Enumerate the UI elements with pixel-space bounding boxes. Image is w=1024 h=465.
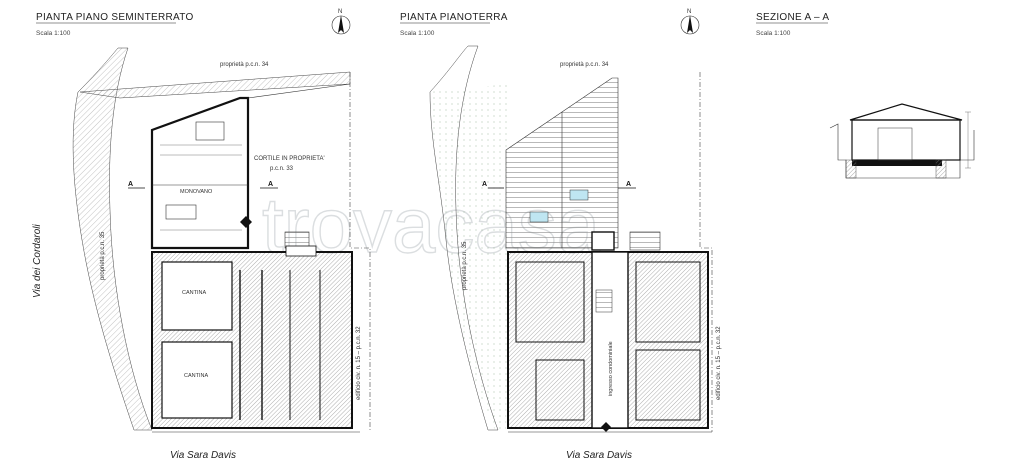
label-property-right: edificio civ. n. 15 – p.c.n. 32	[716, 326, 722, 400]
title-basement-group: PIANTA PIANO SEMINTERRATO Scala 1:100	[36, 12, 194, 37]
entrance-hall	[591, 251, 629, 429]
room-cantina-2-label: CANTINA	[184, 373, 208, 379]
cut-marker-left: A	[128, 181, 133, 188]
title-section: SEZIONE A – A	[756, 12, 829, 23]
title-basement: PIANTA PIANO SEMINTERRATO	[36, 12, 194, 23]
svg-text:N: N	[687, 9, 691, 15]
label-property-left: proprietà p.c.n. 35	[462, 241, 468, 290]
scale-basement: Scala 1:100	[36, 30, 71, 37]
section-roof	[849, 103, 963, 121]
title-ground: PIANTA PIANOTERRA	[400, 12, 508, 23]
street-label-vertical: Via dei Cordaroli	[32, 223, 43, 298]
basement-room-outline	[150, 96, 250, 250]
label-property-top: proprietà p.c.n. 34	[220, 62, 269, 68]
north-arrow-icon: N	[331, 9, 351, 35]
courtyard-pcn: p.c.n. 33	[270, 166, 294, 172]
section-a-a	[829, 103, 975, 179]
neighbor-lot-34	[79, 71, 351, 99]
room-monovano-label: MONOVANO	[180, 189, 213, 195]
cut-marker-right: A	[626, 181, 631, 188]
courtyard-label: CORTILE IN PROPRIETA'	[254, 156, 325, 162]
basement-plan: proprietà p.c.n. 34 proprietà p.c.n. 35 …	[72, 47, 371, 432]
street-label-left: Via Sara Davis	[170, 450, 236, 461]
room-ingresso-label: ingresso condominiale	[608, 341, 614, 396]
label-property-top: proprietà p.c.n. 34	[560, 62, 609, 68]
room-cantina-1-label: CANTINA	[182, 290, 206, 296]
north-arrow-icon: N	[680, 9, 700, 35]
street-label-right: Via Sara Davis	[566, 450, 632, 461]
scale-ground: Scala 1:100	[400, 30, 435, 37]
cut-marker-left: A	[482, 181, 487, 188]
ground-floor-plan: proprietà p.c.n. 34 proprietà p.c.n. 35 …	[429, 45, 722, 432]
label-property-left: proprietà p.c.n. 35	[100, 231, 106, 280]
svg-text:N: N	[338, 9, 342, 15]
cut-marker-right: A	[268, 181, 273, 188]
skylight-2	[529, 211, 549, 223]
neighbor-lot-35	[72, 47, 153, 431]
title-section-group: SEZIONE A – A Scala 1:100	[756, 12, 829, 37]
skylight-1	[569, 189, 589, 201]
courtyard-green-area	[430, 84, 510, 432]
title-ground-group: PIANTA PIANOTERRA Scala 1:100	[400, 12, 508, 37]
scale-section: Scala 1:100	[756, 30, 791, 37]
label-property-right: edificio civ. n. 15 – p.c.n. 32	[356, 326, 362, 400]
